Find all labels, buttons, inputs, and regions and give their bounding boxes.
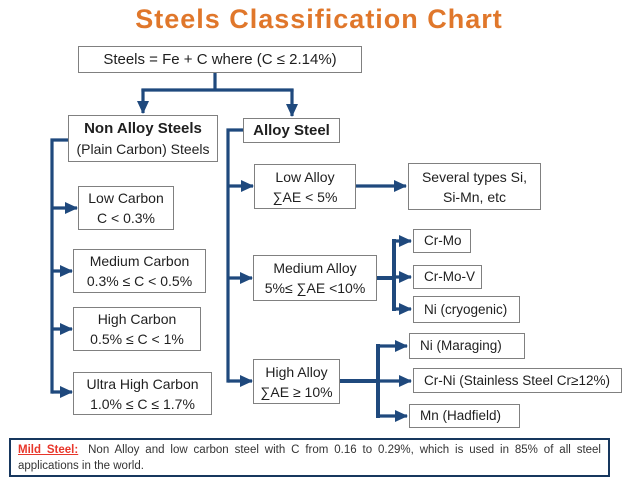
node-high-carbon-line1: High Carbon bbox=[97, 311, 177, 327]
node-high-alloy-line1: High Alloy bbox=[265, 363, 328, 380]
node-medium-carbon-line2: 0.3% ≤ C < 0.5% bbox=[86, 273, 193, 289]
root-split-connector bbox=[137, 73, 298, 117]
node-several-types-line2: Si-Mn, etc bbox=[442, 188, 506, 205]
node-ultra-high-carbon-line1: Ultra High Carbon bbox=[86, 375, 199, 392]
node-root: Steels = Fe + C where (C ≤ 2.14%) bbox=[78, 46, 362, 73]
node-high-carbon: High Carbon 0.5% ≤ C < 1% bbox=[73, 307, 201, 351]
node-medium-alloy-line1: Medium Alloy bbox=[273, 260, 357, 276]
node-high-carbon-line2: 0.5% ≤ C < 1% bbox=[90, 331, 184, 347]
node-root-label: Steels = Fe + C where (C ≤ 2.14%) bbox=[103, 50, 337, 68]
node-low-alloy: Low Alloy ∑AE < 5% bbox=[254, 164, 356, 209]
node-alloy-steel: Alloy Steel bbox=[243, 118, 340, 143]
node-mn-hadfield-label: Mn (Hadfield) bbox=[420, 408, 502, 423]
mild-steel-note: Mild Steel: Non Alloy and low carbon ste… bbox=[9, 438, 610, 477]
node-low-carbon: Low Carbon C < 0.3% bbox=[78, 186, 174, 230]
node-several-types: Several types Si, Si-Mn, etc bbox=[408, 163, 541, 210]
node-several-types-line1: Several types Si, bbox=[421, 168, 528, 185]
node-medium-carbon-line1: Medium Carbon bbox=[89, 253, 190, 269]
node-medium-alloy-line2: 5%≤ ∑AE <10% bbox=[264, 280, 366, 296]
node-high-alloy-line2: ∑AE ≥ 10% bbox=[260, 383, 333, 400]
non-alloy-spine-connector bbox=[50, 138, 78, 398]
node-ni-maraging-label: Ni (Maraging) bbox=[420, 338, 502, 353]
node-cr-mo-label: Cr-Mo bbox=[424, 233, 462, 248]
node-low-carbon-line1: Low Carbon bbox=[88, 190, 164, 206]
node-mn-hadfield: Mn (Hadfield) bbox=[409, 404, 520, 428]
node-cr-mo-v-label: Cr-Mo-V bbox=[424, 269, 475, 284]
alloy-spine-connector bbox=[226, 128, 254, 387]
mild-steel-note-label: Mild Steel: bbox=[18, 444, 79, 456]
node-non-alloy-steels: Non Alloy Steels (Plain Carbon) Steels bbox=[68, 115, 218, 162]
node-medium-carbon: Medium Carbon 0.3% ≤ C < 0.5% bbox=[73, 249, 206, 293]
node-low-carbon-line2: C < 0.3% bbox=[97, 210, 155, 226]
node-low-alloy-line1: Low Alloy bbox=[275, 168, 335, 185]
high-alloy-bracket-connector bbox=[340, 340, 412, 422]
node-non-alloy-title: Non Alloy Steels bbox=[84, 120, 202, 137]
node-cr-mo-v: Cr-Mo-V bbox=[413, 265, 482, 289]
node-ni-maraging: Ni (Maraging) bbox=[409, 333, 525, 359]
node-cr-mo: Cr-Mo bbox=[413, 229, 471, 253]
node-cr-ni-stainless: Cr-Ni (Stainless Steel Cr≥12%) bbox=[413, 368, 622, 393]
mild-steel-note-body: Non Alloy and low carbon steel with C fr… bbox=[18, 444, 601, 472]
node-cr-ni-stainless-label: Cr-Ni (Stainless Steel Cr≥12%) bbox=[424, 372, 610, 388]
node-ultra-high-carbon: Ultra High Carbon 1.0% ≤ C ≤ 1.7% bbox=[73, 372, 212, 415]
node-high-alloy: High Alloy ∑AE ≥ 10% bbox=[253, 359, 340, 404]
node-ni-cryogenic-label: Ni (cryogenic) bbox=[424, 301, 508, 317]
chart-title: Steels Classification Chart bbox=[135, 4, 503, 34]
node-ni-cryogenic: Ni (cryogenic) bbox=[413, 296, 520, 323]
medium-alloy-bracket-connector bbox=[377, 235, 412, 315]
node-non-alloy-subtitle: (Plain Carbon) Steels bbox=[76, 141, 210, 157]
node-medium-alloy: Medium Alloy 5%≤ ∑AE <10% bbox=[253, 255, 377, 301]
node-alloy-steel-label: Alloy Steel bbox=[253, 122, 330, 139]
node-ultra-high-carbon-line2: 1.0% ≤ C ≤ 1.7% bbox=[90, 395, 195, 412]
node-low-alloy-line2: ∑AE < 5% bbox=[272, 188, 338, 205]
